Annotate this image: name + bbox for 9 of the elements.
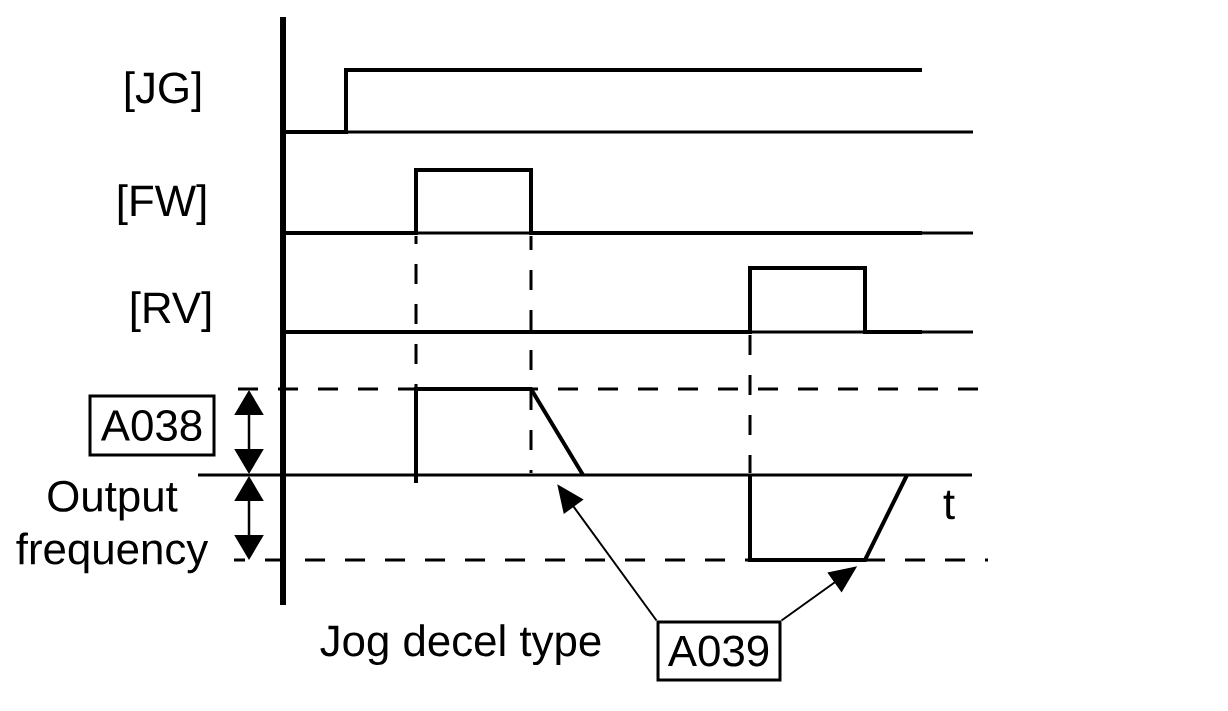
axis-label: Output frequency: [16, 480, 209, 574]
frequency-trace: [414, 387, 585, 483]
signal-label: [JG]: [125, 71, 201, 113]
signal-label: [FW]: [118, 184, 206, 226]
parameter-box: A039: [656, 620, 782, 682]
parameter-box: A038: [88, 394, 216, 457]
signal-label: [RV]: [131, 291, 211, 333]
annotation-text: Jog decel type: [320, 624, 601, 666]
frequency-trace: [748, 474, 909, 562]
